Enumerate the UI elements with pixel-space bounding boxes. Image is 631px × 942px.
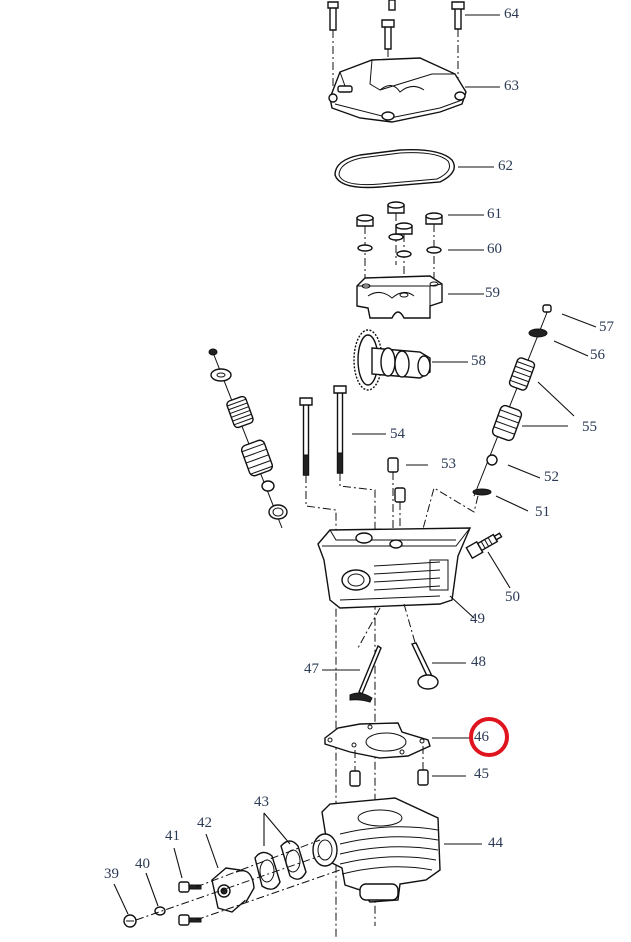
callout-55: 55 xyxy=(582,419,597,435)
callout-43: 43 xyxy=(254,794,269,810)
part-63-head-cover xyxy=(328,57,467,123)
callout-62: 62 xyxy=(498,158,513,174)
left-valve-spring-stack xyxy=(208,348,288,529)
part-47-exhaust-valve xyxy=(349,644,382,703)
leader-lines xyxy=(113,14,597,915)
part-50-spark-plug xyxy=(465,532,503,560)
callout-58: 58 xyxy=(471,353,486,369)
callout-60: 60 xyxy=(487,241,502,257)
callout-56: 56 xyxy=(590,347,605,363)
callout-59: 59 xyxy=(485,285,500,301)
callout-57: 57 xyxy=(599,319,614,335)
callout-40: 40 xyxy=(135,856,150,872)
part-44-cylinder xyxy=(312,797,441,903)
part-46-head-gasket xyxy=(324,722,431,772)
part-41-bolts xyxy=(178,881,202,926)
right-valve-spring-stack xyxy=(419,304,552,541)
callout-49: 49 xyxy=(470,611,485,627)
callout-39: 39 xyxy=(104,866,119,882)
callout-52: 53 xyxy=(441,456,456,472)
callout-42: 42 xyxy=(197,815,212,831)
part-49-cylinder-head xyxy=(317,527,472,649)
part-39-screw xyxy=(123,914,137,928)
part-62-cover-gasket xyxy=(334,149,455,189)
part-45-dowel-pins xyxy=(349,769,429,787)
callout-54: 54 xyxy=(390,426,405,442)
callout-47: 47 xyxy=(304,661,319,677)
part-43-gaskets xyxy=(254,840,307,890)
part-40-washer xyxy=(154,906,166,916)
highlight-circle-46 xyxy=(469,717,509,757)
callout-44: 44 xyxy=(488,835,503,851)
part-42-tensioner xyxy=(211,867,255,913)
callout-61: 61 xyxy=(487,206,502,222)
part-58-camshaft xyxy=(353,329,431,391)
callout-64: 64 xyxy=(504,6,519,22)
part-54-stud-bolts xyxy=(299,385,376,938)
callout-50: 50 xyxy=(505,589,520,605)
part-48-intake-valve xyxy=(411,642,439,690)
callout-45: 45 xyxy=(474,766,489,782)
callout-51: 51 xyxy=(535,504,550,520)
part-61-60-nuts-washers xyxy=(356,201,443,288)
part-52-dowel-pins xyxy=(387,457,406,530)
callout-48: 48 xyxy=(471,654,486,670)
callout-41: 41 xyxy=(165,828,180,844)
callout-63: 63 xyxy=(504,78,519,94)
part-59-rocker-holder xyxy=(356,275,443,319)
callout-53: 52 xyxy=(544,469,559,485)
